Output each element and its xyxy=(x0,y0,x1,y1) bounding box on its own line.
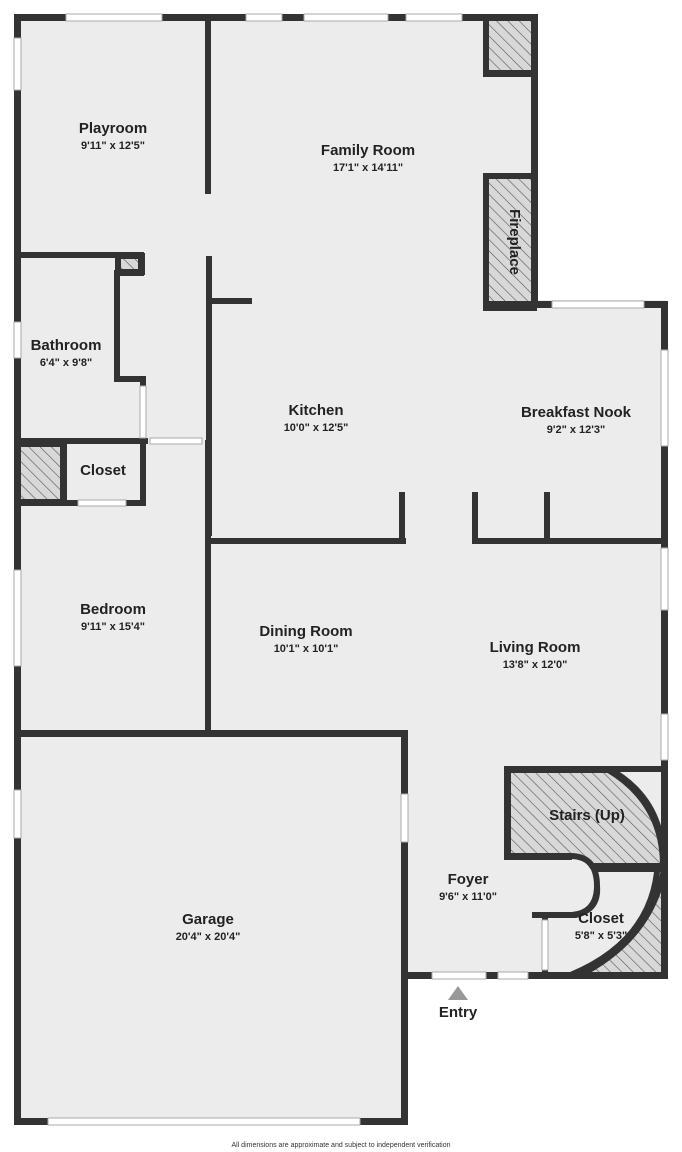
garage-dims: 20'4" x 20'4" xyxy=(176,931,241,943)
bedroom-closet-name: Closet xyxy=(80,462,126,479)
window xyxy=(139,385,147,439)
windows xyxy=(13,13,669,1126)
dining-room-name: Dining Room xyxy=(259,623,352,640)
bedroom-name: Bedroom xyxy=(80,601,146,618)
kitchen-name: Kitchen xyxy=(288,402,343,419)
walls xyxy=(14,14,668,1125)
stairs-name: Stairs (Up) xyxy=(549,807,625,824)
window xyxy=(13,321,22,359)
window xyxy=(13,569,22,667)
fireplace-name: Fireplace xyxy=(506,209,523,275)
window xyxy=(303,13,389,22)
foyer-dims: 9'6" x 11'0" xyxy=(439,891,497,903)
chimney-block xyxy=(483,15,537,77)
footnote: All dimensions are approximate and subje… xyxy=(231,1142,450,1149)
playroom-name: Playroom xyxy=(79,120,147,137)
foyer-name: Foyer xyxy=(448,871,489,888)
entry-door xyxy=(431,971,487,980)
window xyxy=(149,437,203,445)
living-room-dims: 13'8" x 12'0" xyxy=(503,659,568,671)
kitchen-dims: 10'0" x 12'5" xyxy=(284,422,349,434)
window xyxy=(551,300,645,309)
entry-arrow-icon xyxy=(448,986,468,1000)
family-room-dims: 17'1" x 14'11" xyxy=(333,162,403,174)
window xyxy=(660,713,669,761)
bathroom-dims: 6'4" x 9'8" xyxy=(40,357,92,369)
window xyxy=(47,1117,361,1126)
window xyxy=(245,13,283,22)
playroom-dims: 9'11" x 12'5" xyxy=(81,140,145,152)
family-room-name: Family Room xyxy=(321,142,415,159)
closet-door xyxy=(541,919,549,971)
window xyxy=(13,789,22,839)
window xyxy=(405,13,463,22)
window xyxy=(65,13,163,22)
living-room-name: Living Room xyxy=(490,639,581,656)
window xyxy=(660,547,669,611)
window xyxy=(660,349,669,447)
room-labels: Playroom 9'11" x 12'5" Family Room 17'1"… xyxy=(31,120,632,1149)
foyer-closet-name: Closet xyxy=(578,910,624,927)
dining-room-dims: 10'1" x 10'1" xyxy=(274,643,339,655)
garage-name: Garage xyxy=(182,911,234,928)
bathroom-name: Bathroom xyxy=(31,337,102,354)
window xyxy=(400,793,409,843)
window xyxy=(13,37,22,91)
window xyxy=(497,971,529,980)
bedroom-closet-pillar xyxy=(15,441,67,505)
floor-fill xyxy=(18,18,666,1122)
breakfast-nook-dims: 9'2" x 12'3" xyxy=(547,424,605,436)
breakfast-nook-name: Breakfast Nook xyxy=(521,404,632,421)
foyer-closet-dims: 5'8" x 5'3" xyxy=(575,930,627,942)
window xyxy=(77,499,127,507)
bedroom-dims: 9'11" x 15'4" xyxy=(81,621,145,633)
entry-label: Entry xyxy=(439,1004,478,1021)
